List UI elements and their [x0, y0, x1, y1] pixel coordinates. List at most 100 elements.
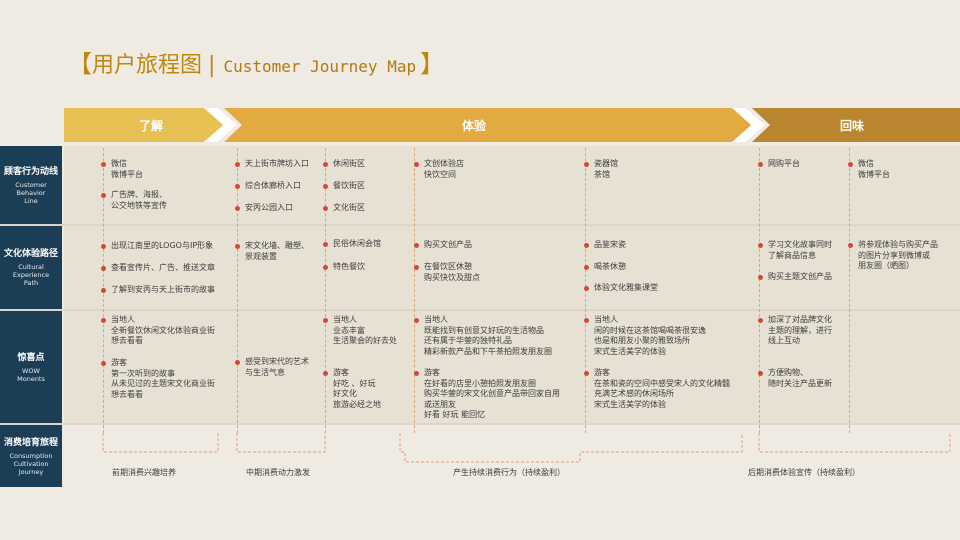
journey-item-line: 好看 好玩 能回忆: [424, 410, 486, 419]
journey-item-line: 宋式生活美学的体验: [594, 399, 666, 409]
journey-item-line: 民俗休闲会馆: [333, 239, 381, 248]
row-header-journey-cn: 消费培育旅程: [3, 437, 58, 448]
row-header-journey-en-2: Cultivation: [13, 459, 49, 468]
journey-item-line: 微信: [111, 159, 127, 168]
journey-item-line: 生活聚会的好去处: [333, 336, 397, 345]
journey-item-r3c4a: 当地人既能找到有创意又好玩的生活物品还有属于华蓥的独特礼品精彩新款产品和下午茶拍…: [414, 315, 552, 357]
journey-item-line: 的图片分享到微博或: [858, 250, 930, 260]
row-header-journey-en: Consumption Cultivation Journey: [9, 452, 52, 476]
journey-item-line: 购买主题文创产品: [768, 272, 832, 281]
journey-item-line: 体验文化雅集课堂: [594, 283, 658, 292]
journey-item-line: 线上互动: [768, 336, 800, 345]
journey-item-line: 既能找到有创意又好玩的生活物品: [424, 325, 544, 335]
journey-item-line: 当地人: [333, 315, 357, 324]
journey-item-line: 将参观体验与购买产品: [858, 240, 938, 249]
journey-item-r1c3b: 餐饮街区: [323, 181, 365, 192]
journey-item-r1c1a: 微信微博平台: [101, 159, 143, 180]
journey-item-line: 喝茶休憩: [594, 262, 626, 271]
journey-item-r2c7a: 将参观体验与购买产品的图片分享到微博或朋友圈（晒图）: [848, 240, 938, 272]
row-header-behavior-en: Customer Behavior Line: [15, 181, 47, 205]
journey-item-line: 随时关注产品更新: [768, 378, 832, 388]
journey-item-r3c2a: 感受到宋代的艺术与生活气息: [235, 357, 309, 378]
journey-item-line: 综合体廊桥入口: [245, 181, 301, 190]
journey-item-r2c2a: 宋文化墙、雕塑、景观装置: [235, 241, 309, 262]
journey-item-line: 从未见过的主题宋文化商业街: [111, 379, 215, 388]
journey-item-line: 好吃 、好玩: [333, 378, 376, 388]
row-divider-1: [0, 224, 960, 226]
journey-item-r1c5a: 瓷器馆茶馆: [584, 159, 618, 180]
row-header-journey-en-1: Consumption: [9, 451, 53, 460]
journey-item-line: 也是和朋友小聚的雅致场所: [594, 336, 690, 345]
journey-item-line: 想去看看: [111, 336, 143, 345]
journey-item-r3c5b: 游客在茶和瓷的空间中感受宋人的文化精髓充满艺术感的休闲场所宋式生活美学的体验: [584, 368, 730, 410]
journey-item-line: 精彩新款产品和下午茶拍照发朋友圈: [424, 346, 552, 356]
journey-item-line: 好文化: [333, 389, 357, 398]
row-divider-2: [0, 309, 960, 311]
journey-item-line: 或送朋友: [424, 399, 456, 409]
journey-item-line: 当地人: [424, 315, 448, 324]
journey-item-r3c1b: 游客第一次听到的故事从未见过的主题宋文化商业街想去看看: [101, 358, 215, 400]
journey-item-line: 微博平台: [858, 169, 890, 179]
journey-item-r1c2a: 天上街市牌坊入口: [235, 159, 309, 170]
row-header-culture-cn: 文化体验路径: [3, 249, 58, 259]
phase-chevron-1: [203, 108, 237, 142]
row-header-culture-en-1: Cultural: [18, 263, 44, 271]
journey-item-line: 休闲街区: [333, 159, 365, 168]
journey-item-r2c4a: 购买文创产品: [414, 240, 472, 251]
journey-item-line: 想去看看: [111, 389, 143, 399]
journey-item-line: 购买华蓥的宋文化创意产品带回家自用: [424, 389, 560, 398]
journey-item-line: 游客: [594, 368, 610, 377]
journey-item-r3c4b: 游客在好看的店里小憩拍照发朋友圈购买华蓥的宋文化创意产品带回家自用或送朋友好看 …: [414, 368, 560, 421]
journey-item-line: 了解商品信息: [768, 250, 816, 260]
journey-item-line: 学习文化故事同时: [768, 240, 832, 249]
phase-understand-shape: [64, 108, 232, 142]
journey-item-line: 天上街市牌坊入口: [245, 159, 309, 168]
journey-item-line: 茶馆: [594, 169, 610, 179]
journey-item-r1c3a: 休闲街区: [323, 159, 365, 170]
row-header-behavior: 顾客行为动线 Customer Behavior Line: [0, 146, 62, 224]
column-guide-7: [849, 148, 850, 433]
column-guide-2: [237, 148, 238, 433]
title-separator: |: [208, 53, 216, 78]
row-header-wow-en-2: Monents: [17, 374, 45, 383]
journey-item-r1c7a: 微信微博平台: [848, 159, 890, 180]
phase-chevron-2: [731, 108, 765, 142]
phase-recall-shape: [752, 108, 960, 142]
journey-item-line: 查看宣传片、广告、推送文章: [111, 263, 215, 272]
journey-item-r2c1a: 出现江南里的LOGO与IP形象: [101, 241, 213, 252]
journey-item-line: 感受到宋代的艺术: [245, 357, 309, 366]
journey-item-line: 游客: [111, 358, 127, 367]
journey-item-r1c2c: 安丙公园入口: [235, 203, 293, 214]
journey-item-line: 游客: [333, 368, 349, 377]
journey-item-r1c4a: 文创体验店快饮空间: [414, 159, 464, 180]
journey-item-line: 当地人: [594, 315, 618, 324]
journey-item-line: 了解到安丙与天上街市的故事: [111, 285, 215, 294]
journey-item-r3c1a: 当地人全新餐饮休闲文化体验商业街想去看看: [101, 315, 215, 347]
row-header-wow: 惊喜点 WOW Monents: [0, 311, 62, 423]
row-header-culture-en: Cultural Experience Path: [13, 263, 49, 287]
row-divider-3: [0, 423, 960, 425]
column-guide-3: [325, 148, 326, 433]
page-title: 【 用户旅程图 | Customer Journey Map 】: [68, 44, 444, 79]
journey-item-line: 业态丰富: [333, 325, 365, 335]
stage-label-3: 产生持续消费行为（持续盈利）: [453, 468, 565, 477]
journey-item-line: 在茶和瓷的空间中感受宋人的文化精髓: [594, 378, 730, 388]
journey-item-r3c6b: 方便购物、随时关注产品更新: [758, 368, 832, 389]
journey-item-r2c5c: 体验文化雅集课堂: [584, 283, 658, 294]
journey-item-line: 第一次听到的故事: [111, 368, 175, 378]
journey-item-r2c1b: 查看宣传片、广告、推送文章: [101, 263, 215, 274]
journey-item-line: 与生活气息: [245, 367, 285, 377]
journey-item-line: 在餐饮区休憩: [424, 262, 472, 271]
row-header-journey: 消费培育旅程 Consumption Cultivation Journey: [0, 425, 62, 487]
phase-band: 了解 体验 回味: [64, 108, 960, 142]
journey-item-line: 安丙公园入口: [245, 203, 293, 212]
journey-item-line: 餐饮街区: [333, 181, 365, 190]
journey-item-r2c3a: 民俗休闲会馆: [323, 239, 381, 250]
row-header-wow-en-1: WOW: [22, 366, 40, 375]
journey-item-line: 出现江南里的LOGO与IP形象: [111, 241, 214, 250]
journey-item-r2c6b: 购买主题文创产品: [758, 272, 832, 283]
journey-item-r3c3b: 游客好吃 、好玩好文化旅游必经之地: [323, 368, 381, 410]
journey-item-line: 主题的理解，进行: [768, 325, 832, 335]
journey-item-line: 还有属于华蓥的独特礼品: [424, 336, 512, 345]
journey-item-line: 快饮空间: [424, 169, 456, 179]
